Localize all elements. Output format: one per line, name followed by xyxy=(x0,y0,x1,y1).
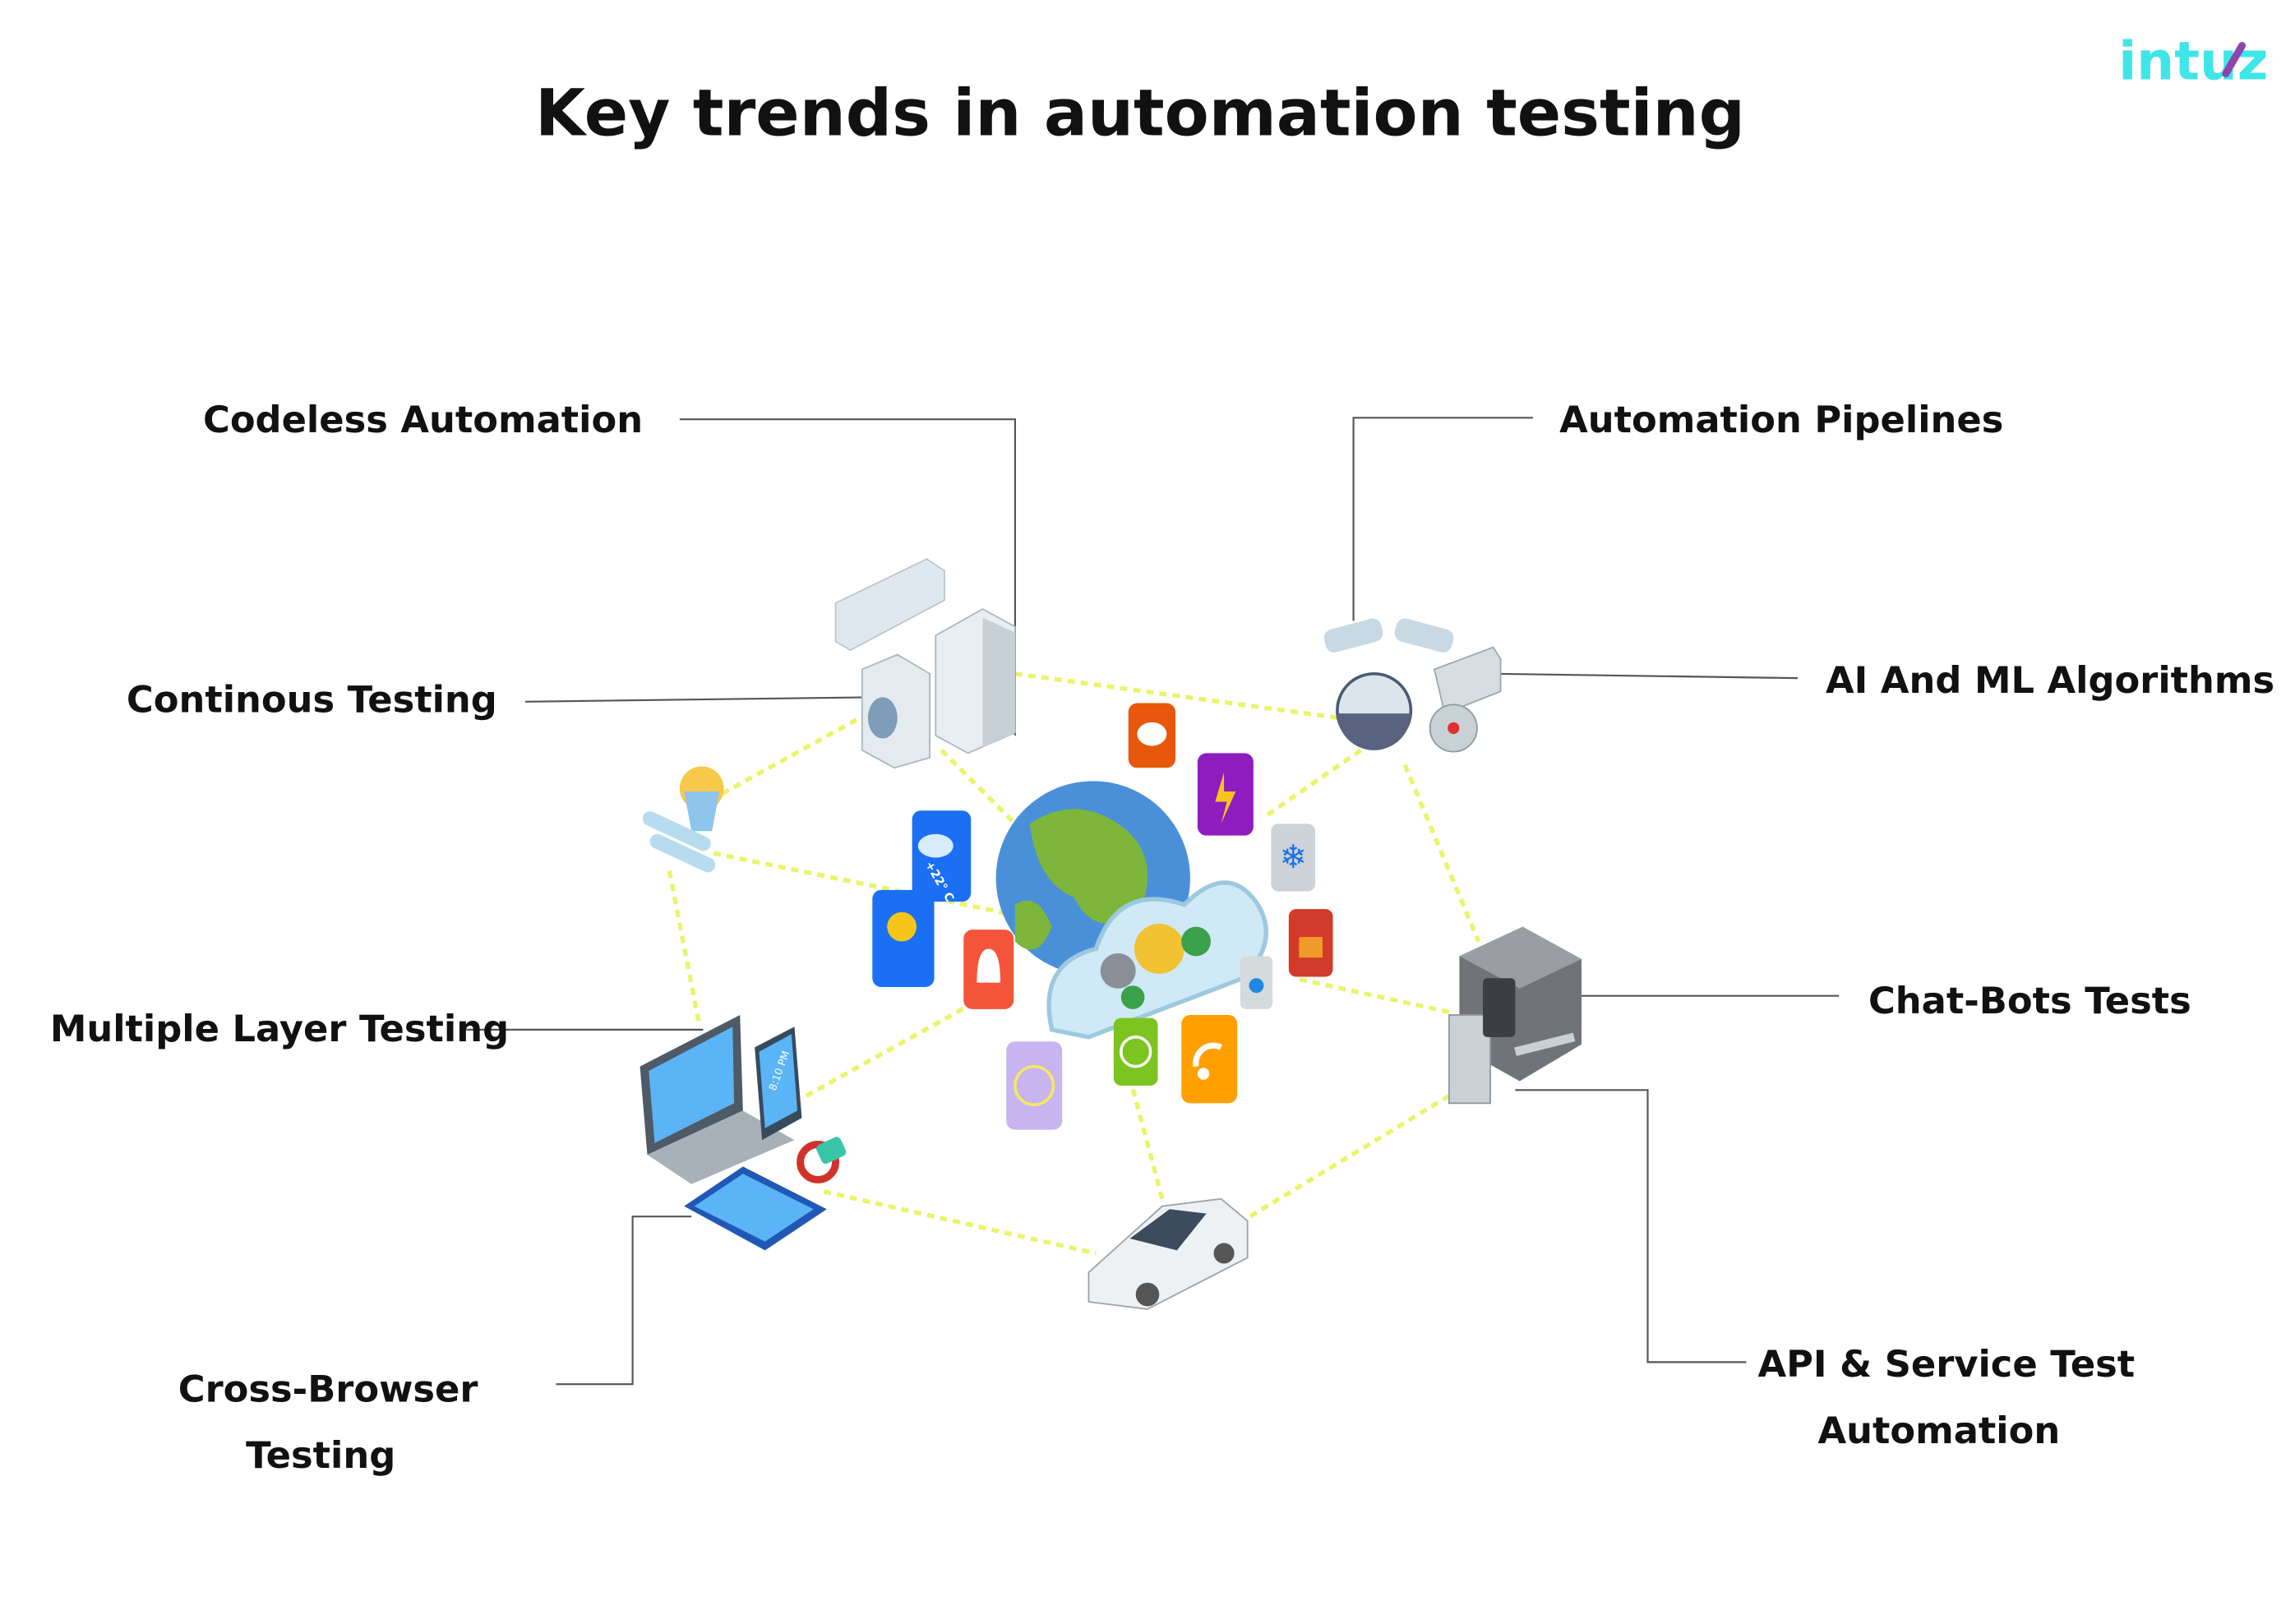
trend-multiple-layer-testing: Multiple Layer Testing xyxy=(50,1007,509,1050)
lightbulb-icon xyxy=(872,889,935,987)
trend-api-service-line1: API & Service Test xyxy=(1757,1342,2135,1386)
logo-text: intuz xyxy=(2118,31,2268,93)
trend-cross-browser-line1: Cross-Browser xyxy=(178,1368,478,1411)
alarm-panel-icon xyxy=(1429,646,1502,753)
tablet-icon xyxy=(684,1166,827,1251)
water-drop-icon xyxy=(1240,956,1273,1009)
network-lines xyxy=(667,671,1481,1256)
security-camera-icon xyxy=(1323,618,1454,750)
snowflake-icon: ❄ xyxy=(1271,824,1316,892)
cloud-gears-icon xyxy=(1046,880,1268,1040)
smart-bulb-icon xyxy=(642,766,724,873)
logo-accent xyxy=(2222,42,2247,78)
smartwatch-icon xyxy=(797,1137,847,1183)
trend-continuous-testing: Continous Testing xyxy=(127,677,497,721)
trend-cross-browser-line2: Testing xyxy=(246,1433,395,1477)
wifi-icon xyxy=(1181,1014,1238,1104)
smartphone-icon: 8:10 PM xyxy=(755,1027,802,1141)
trend-codeless-automation: Codeless Automation xyxy=(203,398,643,441)
air-conditioner-icon xyxy=(834,558,945,652)
trend-automation-pipelines: Automation Pipelines xyxy=(1559,398,2003,441)
bell-icon xyxy=(963,930,1014,1009)
washing-machine-icon xyxy=(861,653,931,769)
trend-ai-ml-algorithms: AI And ML Algorithms xyxy=(1826,658,2274,702)
intuz-logo: intuz xyxy=(2118,31,2268,93)
fridge-icon xyxy=(935,607,1016,754)
laptop-icon xyxy=(640,1014,795,1184)
trend-api-service-line2: Automation xyxy=(1818,1409,2061,1452)
app-tiles: ❄ +22° C xyxy=(872,703,1333,1130)
trend-chatbots-tests: Chat-Bots Tests xyxy=(1868,979,2191,1022)
lightning-icon xyxy=(1197,753,1254,836)
clock-icon xyxy=(1006,1041,1063,1130)
chat-icon xyxy=(1128,703,1176,768)
weather-icon: +22° C xyxy=(912,810,972,904)
svg-text:❄: ❄ xyxy=(1280,838,1307,876)
safe-icon xyxy=(1448,926,1582,1105)
car-icon xyxy=(1087,1197,1249,1310)
page-title: Key trends in automation testing xyxy=(535,76,1745,151)
lock-icon xyxy=(1288,909,1333,977)
web-icon xyxy=(1113,1017,1158,1086)
